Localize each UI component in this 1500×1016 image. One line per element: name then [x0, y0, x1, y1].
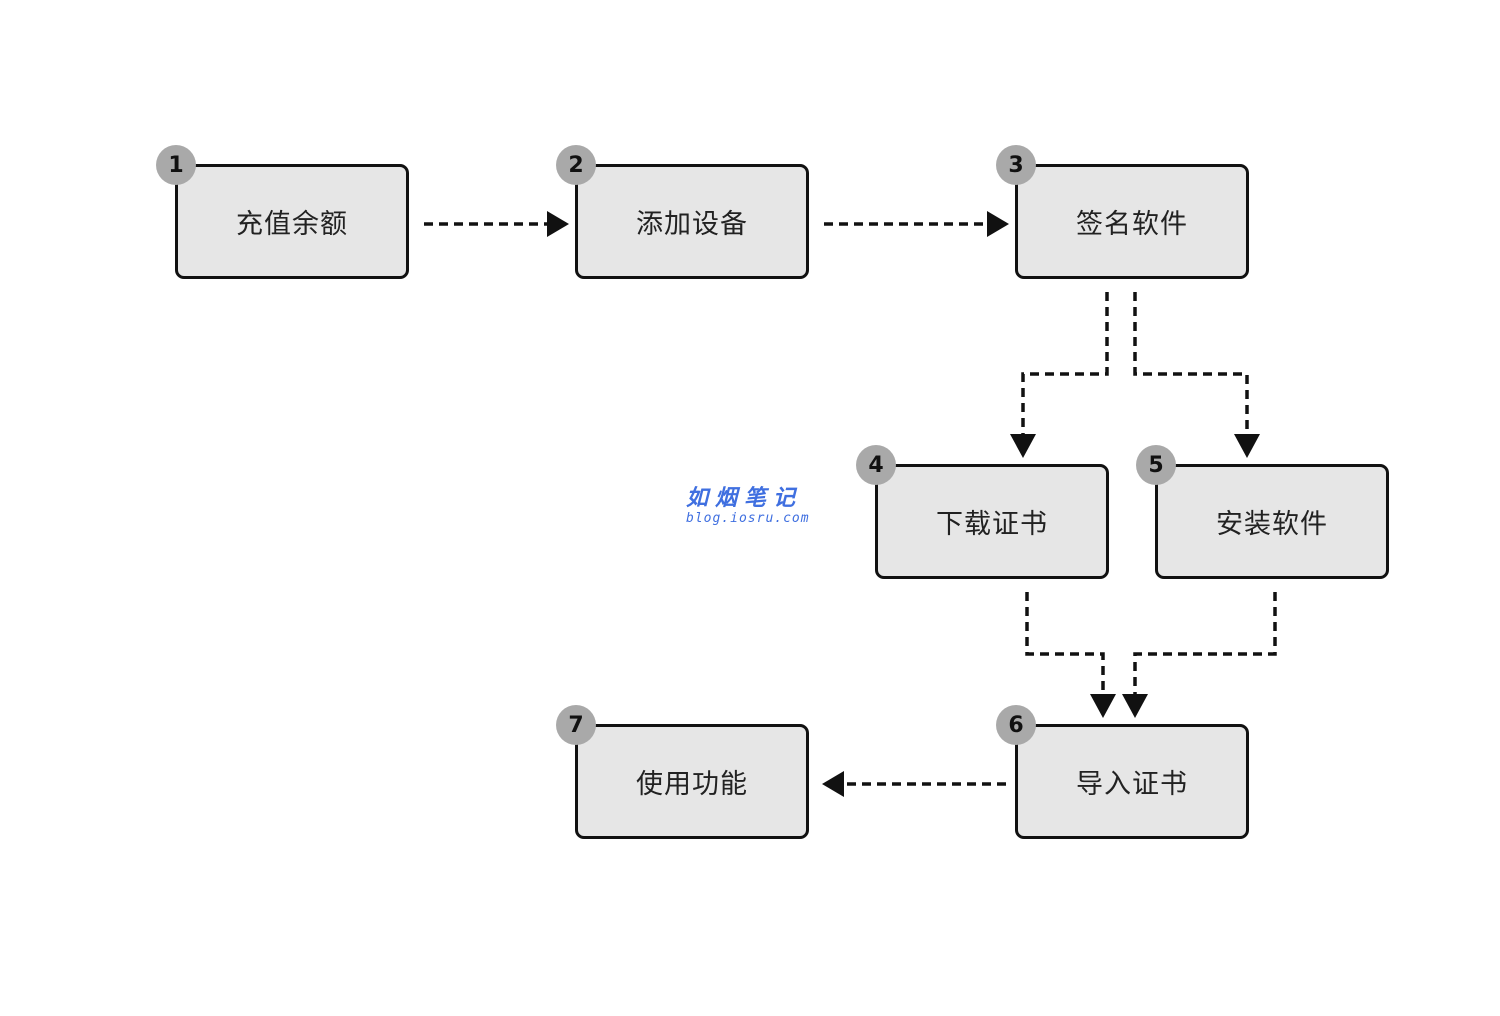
step-label: 安装软件: [1216, 509, 1328, 540]
step-label: 下载证书: [936, 509, 1048, 540]
step-label: 导入证书: [1076, 769, 1188, 800]
step-box-install-app: 5 安装软件: [1136, 445, 1389, 579]
step-number-badge: 6: [996, 705, 1036, 745]
step-box-sign-app: 3 签名软件: [996, 145, 1249, 279]
step-number-badge: 3: [996, 145, 1036, 185]
arrowhead-to-4: [1010, 434, 1036, 458]
arrowhead-to-2: [547, 211, 569, 237]
connector-3-4: [1021, 292, 1109, 436]
arrowhead-to-5: [1234, 434, 1260, 458]
step-label: 签名软件: [1076, 209, 1188, 240]
step-number-badge: 7: [556, 705, 596, 745]
step-box-add-device: 2 添加设备: [556, 145, 809, 279]
arrowhead-to-7: [822, 771, 844, 797]
step-label: 添加设备: [636, 209, 748, 240]
arrowhead-to-3: [987, 211, 1009, 237]
watermark-title: 如烟笔记: [686, 486, 803, 511]
step-box-import-certificate: 6 导入证书: [996, 705, 1249, 839]
watermark: 如烟笔记 blog.iosru.com: [686, 486, 816, 526]
step-box-recharge: 1 充值余额: [156, 145, 409, 279]
step-number-badge: 4: [856, 445, 896, 485]
arrowhead-to-6-left: [1090, 694, 1116, 718]
step-box-use-features: 7 使用功能: [556, 705, 809, 839]
connector-5-6: [1133, 592, 1277, 696]
step-number-badge: 5: [1136, 445, 1176, 485]
step-label: 使用功能: [636, 769, 748, 800]
connector-3-5: [1133, 292, 1249, 436]
step-number-badge: 1: [156, 145, 196, 185]
connector-4-6: [1025, 592, 1105, 696]
arrowhead-to-6-right: [1122, 694, 1148, 718]
watermark-url: blog.iosru.com: [686, 511, 810, 526]
step-label: 充值余额: [236, 209, 348, 240]
step-box-download-certificate: 4 下载证书: [856, 445, 1109, 579]
step-number-badge: 2: [556, 145, 596, 185]
